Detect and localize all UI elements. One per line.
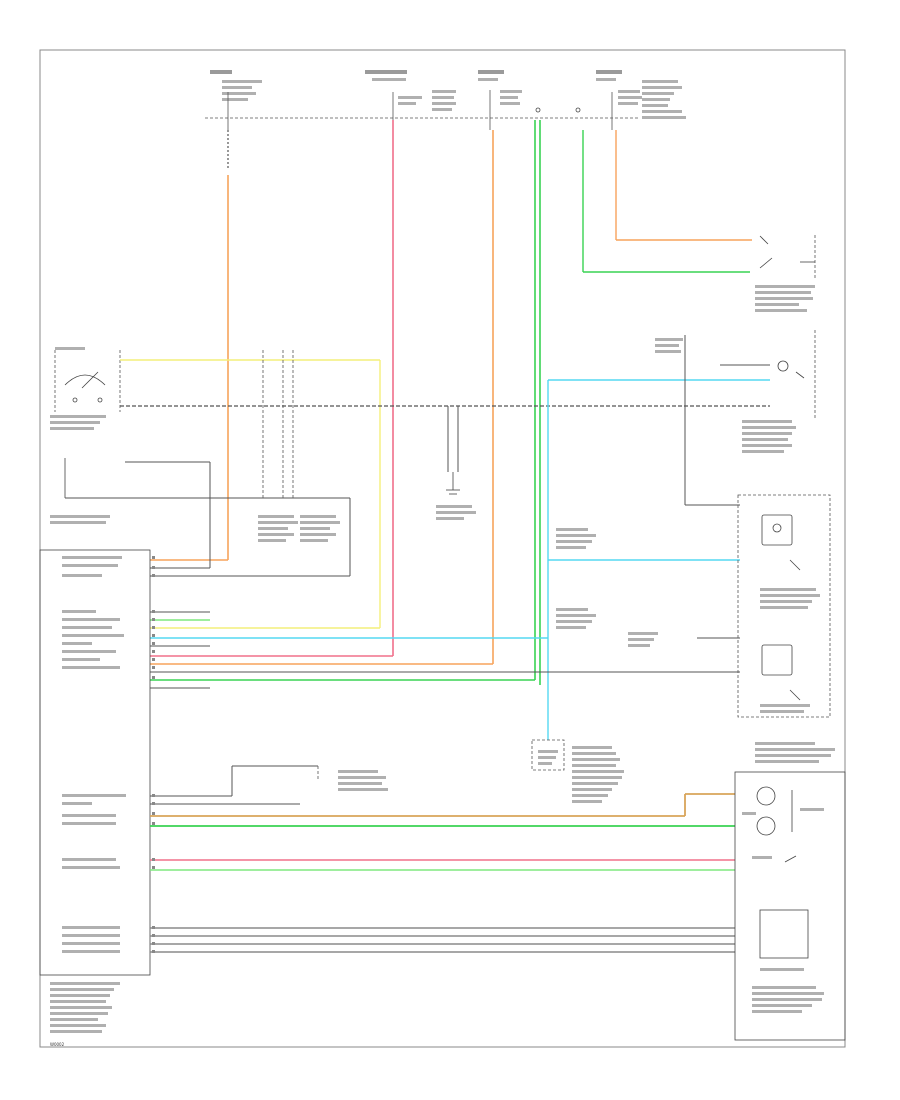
diagram-frame <box>39 49 846 1048</box>
orange-feed-wire <box>150 130 229 561</box>
pink-feed-wire <box>150 120 394 657</box>
left-lock-switch <box>50 347 121 430</box>
green-transaxle-wire <box>582 130 750 273</box>
door-switch-labels <box>258 515 340 542</box>
module-pin-ticks <box>152 556 155 953</box>
module-pin-lines <box>150 611 210 689</box>
park-neutral-switch <box>755 235 816 312</box>
actuator-module <box>734 771 846 1041</box>
data-link-connector <box>531 739 624 803</box>
right-lower-module-label <box>755 742 835 763</box>
body-control-module <box>39 549 151 976</box>
vertical-splice-lines <box>262 350 294 500</box>
fuse-4-label <box>596 70 642 105</box>
splice-labels <box>556 528 658 647</box>
diagram-code-label: W0002 <box>50 1042 65 1047</box>
power-door-lock-switch-assembly <box>737 494 831 718</box>
right-lock-switch <box>655 330 816 506</box>
fuse-1-label <box>210 70 262 101</box>
sensor-wires <box>150 927 735 953</box>
right-door-wires <box>50 458 351 577</box>
black-bus-wire <box>120 405 770 520</box>
orange-transaxle-wire <box>615 130 752 241</box>
body-control-module-caption <box>50 982 120 1033</box>
light-blue-wire <box>150 379 770 740</box>
ground-symbol <box>446 472 460 495</box>
fuse-3-label <box>478 70 522 105</box>
fuse-2-label <box>365 70 456 111</box>
yellow-loop-wire <box>120 359 381 629</box>
fuse-symbols <box>227 90 613 130</box>
black-right-wire <box>150 637 740 673</box>
actuator-wires <box>150 793 735 827</box>
lower-signal-wires <box>150 859 735 871</box>
fuse-4-description-label <box>642 80 686 119</box>
orange-feed-wire-2 <box>150 130 494 665</box>
green-feed-wire <box>150 120 541 685</box>
keyless-relay <box>150 765 388 805</box>
